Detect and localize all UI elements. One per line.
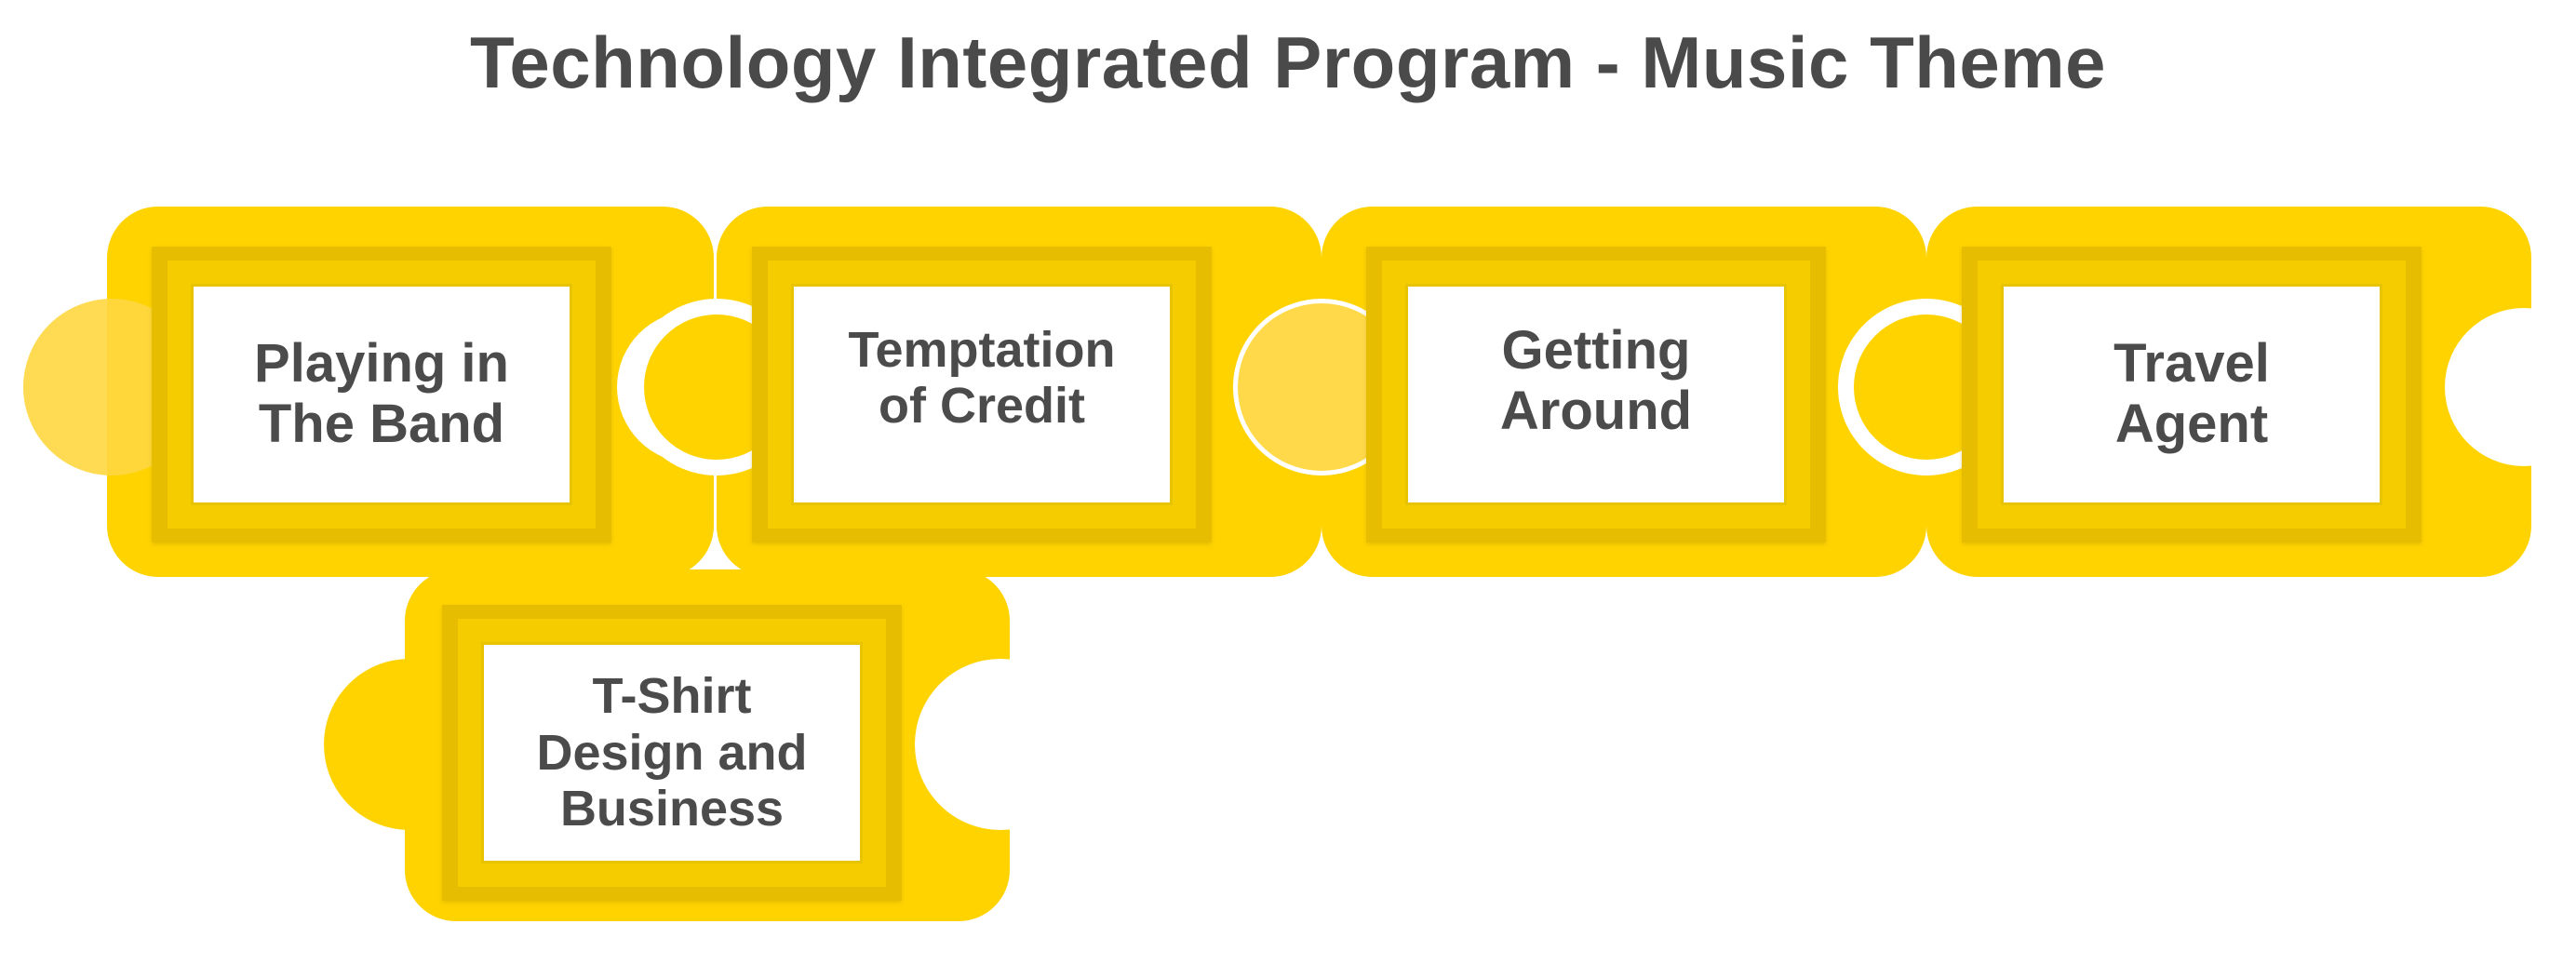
label-panel-2 — [791, 284, 1173, 505]
piece-label-temptation-of-credit: Temptation of Credit — [848, 321, 1116, 434]
page-title: Technology Integrated Program - Music Th… — [470, 21, 2106, 103]
label-panel-1 — [191, 284, 572, 505]
label-panel-5 — [481, 642, 863, 864]
connector-tab-middle — [1238, 303, 1405, 471]
piece-label-playing-in-the-band: Playing in The Band — [254, 333, 509, 454]
piece-label-getting-around: Getting Around — [1499, 320, 1693, 441]
piece-label-t-shirt-design-and-business: T-Shirt Design and Business — [536, 668, 808, 837]
label-panel-3 — [1405, 284, 1787, 505]
label-panel-4 — [2001, 284, 2382, 505]
piece-label-travel-agent: Travel Agent — [2113, 333, 2270, 454]
